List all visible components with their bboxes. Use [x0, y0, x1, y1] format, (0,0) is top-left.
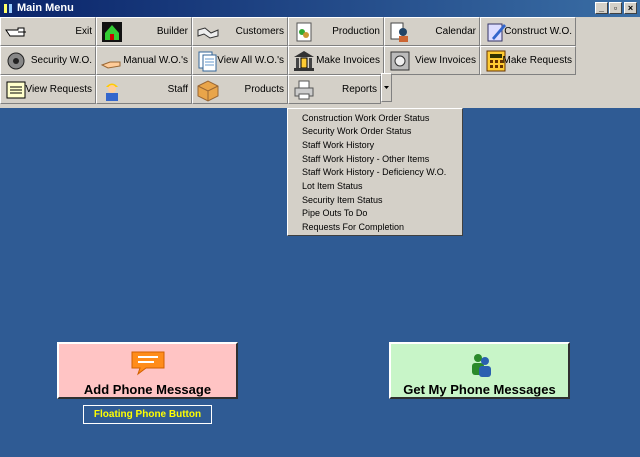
- chevron-down-icon: [384, 86, 389, 89]
- close-button[interactable]: ×: [624, 2, 637, 14]
- manual-wos-button[interactable]: Manual W.O.'s: [96, 46, 192, 75]
- chat-bubble-icon: [131, 351, 165, 376]
- window-title: Main Menu: [17, 2, 74, 14]
- notebook-icon: [6, 81, 26, 99]
- menu-item-security-item-status[interactable]: Security Item Status: [302, 195, 383, 205]
- view-all-wos-button[interactable]: View All W.O.'s: [192, 46, 288, 75]
- view-invoices-button[interactable]: View Invoices: [384, 46, 480, 75]
- builder-button[interactable]: Builder: [96, 17, 192, 46]
- menu-item-staff-work-history-deficiency[interactable]: Staff Work History - Deficiency W.O.: [302, 167, 447, 177]
- make-requests-button[interactable]: Make Requests: [480, 46, 576, 75]
- house-icon: [102, 22, 122, 42]
- document-icon: [296, 22, 312, 42]
- products-button[interactable]: Products: [192, 75, 288, 104]
- menu-item-requests-for-completion[interactable]: Requests For Completion: [302, 222, 405, 232]
- menu-item-security-wo-status[interactable]: Security Work Order Status: [302, 126, 412, 136]
- reports-button[interactable]: Reports: [288, 75, 381, 104]
- handshake-icon: [197, 27, 219, 39]
- safe-icon: [390, 51, 410, 71]
- security-wo-button[interactable]: Security W.O.: [0, 46, 96, 75]
- construct-wo-button[interactable]: Construct W.O.: [480, 17, 576, 46]
- documents-icon: [198, 51, 217, 72]
- exit-button[interactable]: Exit: [0, 17, 96, 46]
- pointing-hand-icon: [5, 27, 26, 37]
- printer-icon: [294, 80, 314, 100]
- menu-item-lot-item-status[interactable]: Lot Item Status: [302, 181, 363, 191]
- minimize-button[interactable]: _: [595, 2, 608, 14]
- speaker-icon: [7, 52, 25, 70]
- make-invoices-button[interactable]: Make Invoices: [288, 46, 384, 75]
- menu-item-staff-work-history-other[interactable]: Staff Work History - Other Items: [302, 154, 430, 164]
- maximize-button[interactable]: ▫: [609, 2, 622, 14]
- floating-phone-label: Floating Phone Button: [93, 409, 202, 420]
- app-icon: [4, 4, 12, 13]
- floating-phone-button[interactable]: Floating Phone Button: [83, 405, 212, 424]
- reports-menu: Construction Work Order Status Security …: [287, 108, 463, 236]
- production-button[interactable]: Production: [288, 17, 384, 46]
- calendar-person-icon: [390, 22, 408, 42]
- staff-button[interactable]: Staff: [96, 75, 192, 104]
- get-phone-messages-button[interactable]: Get My Phone Messages: [389, 342, 570, 399]
- reports-dropdown-arrow[interactable]: [381, 73, 392, 102]
- menu-item-construction-wo-status[interactable]: Construction Work Order Status: [302, 113, 430, 123]
- calculator-icon: [486, 50, 506, 72]
- pencil-clipboard-icon: [487, 23, 506, 42]
- worker-icon: [106, 83, 118, 101]
- messenger-person-icon: [472, 354, 491, 377]
- add-phone-message-label: Add Phone Message: [83, 382, 212, 397]
- menu-item-pipe-outs-to-do[interactable]: Pipe Outs To Do: [302, 208, 368, 218]
- title-bar: Main Menu _ ▫ ×: [0, 0, 640, 17]
- menu-item-staff-work-history[interactable]: Staff Work History: [302, 140, 375, 150]
- calendar-button[interactable]: Calendar: [384, 17, 480, 46]
- box-icon: [197, 80, 219, 102]
- toolbar: Exit Builder Customers Production Calend…: [0, 17, 640, 108]
- get-phone-messages-label: Get My Phone Messages: [403, 382, 556, 397]
- customers-button[interactable]: Customers: [192, 17, 288, 46]
- view-requests-button[interactable]: View Requests: [0, 75, 96, 104]
- bank-icon: [294, 51, 314, 71]
- hand-icon: [100, 61, 121, 69]
- add-phone-message-button[interactable]: Add Phone Message: [57, 342, 238, 399]
